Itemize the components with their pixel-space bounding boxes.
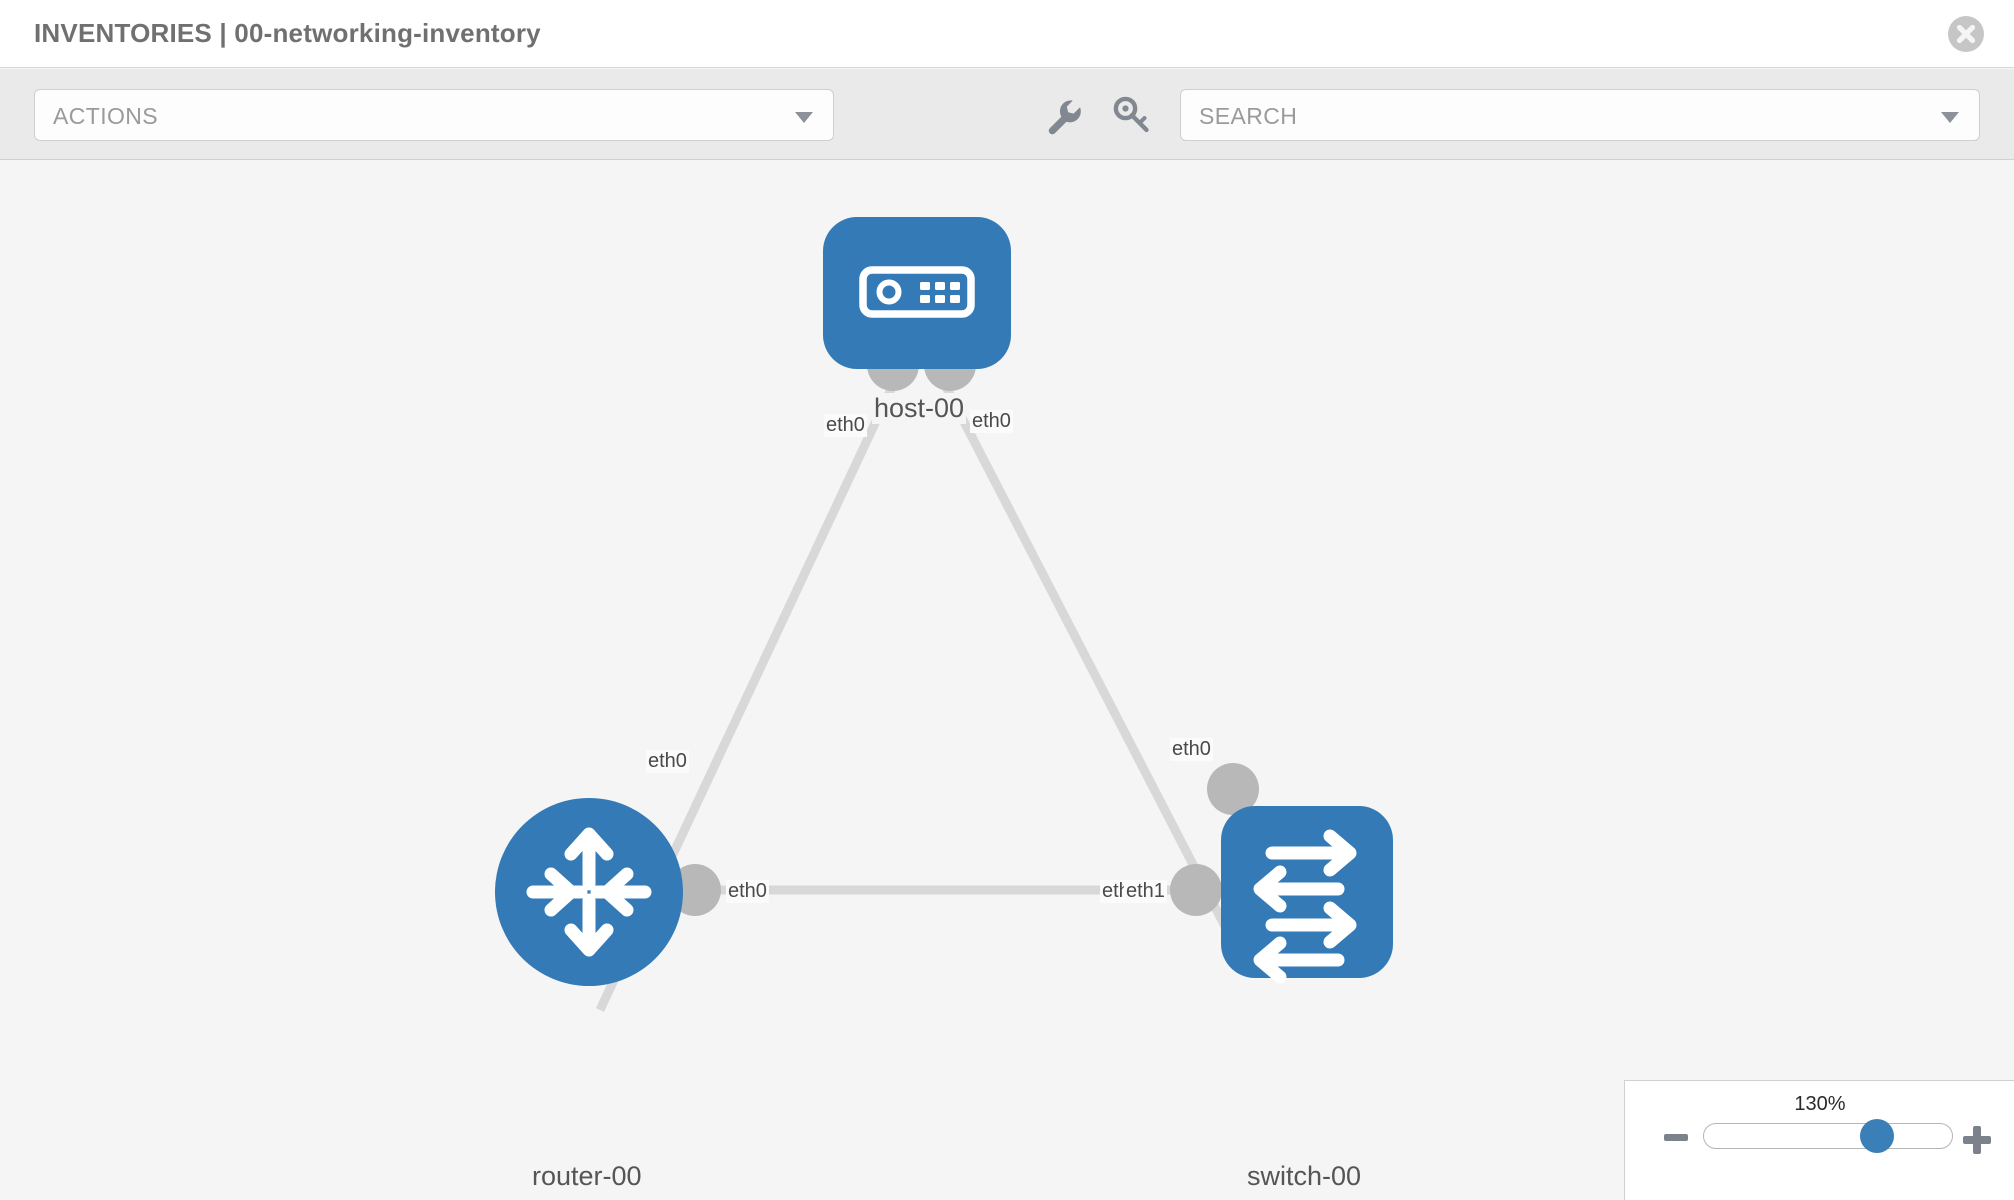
iface-label-switch-left-under: eth xyxy=(1100,880,1132,903)
zoom-slider[interactable] xyxy=(1703,1119,1953,1153)
topology-canvas[interactable]: host-00 router-00 switch-00 eth0 eth0 et… xyxy=(0,160,2014,1200)
node-host-00 xyxy=(823,217,1011,369)
iface-label-switch-top: eth0 xyxy=(1170,738,1213,761)
close-icon[interactable] xyxy=(1948,16,1984,52)
iface-label-switch-left: eth1 xyxy=(1124,880,1167,903)
search-input[interactable]: SEARCH xyxy=(1180,89,1980,141)
node-label-host-00[interactable]: host-00 xyxy=(872,393,967,424)
plus-icon[interactable] xyxy=(1962,1125,1992,1155)
minus-icon[interactable] xyxy=(1663,1125,1689,1151)
zoom-control-panel: 130% xyxy=(1624,1080,2014,1200)
actions-dropdown[interactable]: ACTIONS xyxy=(34,89,834,141)
node-switch-00 xyxy=(1221,806,1393,984)
chevron-down-icon xyxy=(795,112,813,123)
zoom-level-value: 130% xyxy=(1794,1093,1846,1115)
actions-dropdown-label: ACTIONS xyxy=(53,103,159,129)
chevron-down-icon[interactable] xyxy=(1941,112,1959,123)
iface-label-host-left: eth0 xyxy=(824,414,867,437)
key-icon[interactable] xyxy=(1108,93,1154,139)
iface-label-host-right: eth0 xyxy=(970,410,1013,433)
topology-links xyxy=(595,382,1249,1012)
search-placeholder: SEARCH xyxy=(1199,103,1298,129)
node-label-router-00[interactable]: router-00 xyxy=(530,1161,644,1192)
node-router-00 xyxy=(495,798,683,986)
node-label-switch-00[interactable]: switch-00 xyxy=(1245,1161,1364,1192)
iface-label-router-top: eth0 xyxy=(646,750,689,773)
wrench-icon[interactable] xyxy=(1040,93,1086,139)
iface-label-router-right: eth0 xyxy=(726,880,769,903)
zoom-slider-handle[interactable] xyxy=(1860,1119,1895,1153)
toolbar: ACTIONS SEARCH xyxy=(0,69,2014,160)
page-header: INVENTORIES | 00-networking-inventory xyxy=(0,0,2014,68)
page-title: INVENTORIES | 00-networking-inventory xyxy=(34,18,541,48)
